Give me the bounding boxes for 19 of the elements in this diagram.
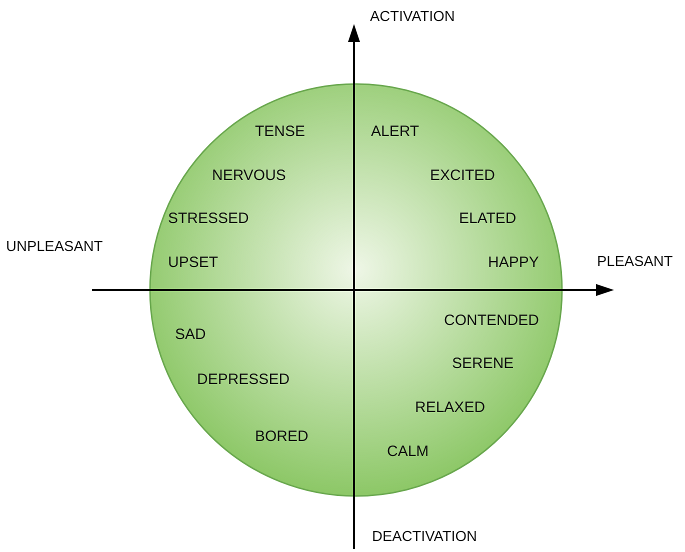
emotion-label: BORED xyxy=(255,428,308,446)
emotion-label: EXCITED xyxy=(430,168,496,184)
axis-label: PLEASANT xyxy=(597,255,673,271)
emotion-label: CALM xyxy=(387,444,429,460)
axis-label: DEACTIVATION xyxy=(372,530,477,546)
emotion-label: NERVOUS xyxy=(212,168,286,184)
emotion-label: UPSET xyxy=(168,254,218,272)
emotion-label: SAD xyxy=(175,326,206,344)
axis-label: UNPLEASANT xyxy=(6,240,103,256)
emotion-label: ELATED xyxy=(459,210,516,228)
emotion-label: DEPRESSED xyxy=(197,372,290,388)
emotion-label: CONTENDED xyxy=(444,312,540,330)
emotion-label: TENSE xyxy=(255,124,306,140)
axis-label: ACTIVATION xyxy=(370,10,455,26)
emotion-label: ALERT xyxy=(371,124,420,140)
emotion-label: SERENE xyxy=(452,356,514,372)
emotion-label: RELAXED xyxy=(415,400,486,416)
emotion-label: HAPPY xyxy=(488,254,539,272)
emotion-label: STRESSED xyxy=(168,210,249,228)
